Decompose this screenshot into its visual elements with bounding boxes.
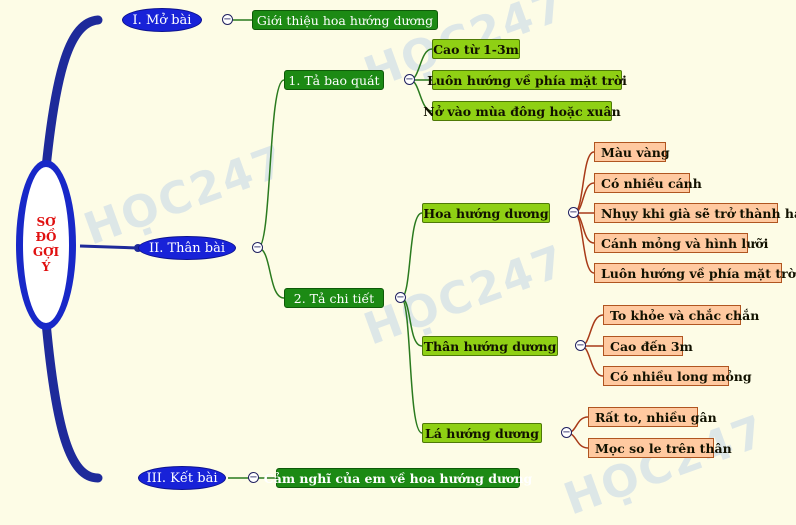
node-mau-vang[interactable]: Màu vàng: [594, 142, 670, 162]
collapse-toggle-icon[interactable]: −: [568, 207, 579, 218]
connector: [400, 212, 423, 299]
collapse-toggle-icon[interactable]: −: [561, 427, 572, 438]
node-than-huong-duong[interactable]: Thân hướng dương: [422, 336, 558, 356]
center-label-line: GỢI: [32, 245, 60, 259]
node-hoa-huong-duong[interactable]: Hoa hướng dương: [422, 203, 550, 223]
connector-spine: [41, 317, 103, 483]
node-gioi-thieu[interactable]: Giới thiệu hoa hướng dương: [252, 10, 438, 30]
center-label-line: ĐỒ: [35, 230, 57, 244]
connector: [400, 297, 423, 434]
node-ta-chi-tiet[interactable]: 2. Tả chi tiết: [284, 288, 384, 308]
connector: [257, 79, 285, 249]
node-nhieu-canh[interactable]: Có nhiều cánh: [594, 173, 702, 193]
collapse-toggle-icon[interactable]: −: [222, 14, 233, 25]
node-nhuy[interactable]: Nhụy khi già sẽ trở thành hạt: [594, 203, 796, 223]
node-to-khoe[interactable]: To khỏe và chắc chắn: [603, 305, 759, 325]
node-ket-bai[interactable]: III. Kết bài: [138, 466, 226, 490]
node-long-mong[interactable]: Có nhiều long mỏng: [603, 366, 752, 386]
spine-node: [94, 474, 102, 482]
connector: [573, 151, 595, 214]
spine-node: [94, 16, 102, 24]
center-node[interactable]: SƠ ĐỒ GỢI Ý: [16, 160, 76, 330]
mind-map: HỌC247 HỌC247 HỌC247 HỌC247: [16, 0, 796, 525]
collapse-toggle-icon[interactable]: −: [395, 292, 406, 303]
node-rat-to[interactable]: Rất to, nhiều gân: [588, 407, 717, 427]
node-luon-huong-mat-troi[interactable]: Luôn hướng về phía mặt trời: [594, 263, 796, 283]
node-cao-tu[interactable]: Cao từ 1-3m: [432, 39, 520, 59]
node-canh-mong[interactable]: Cánh mỏng và hình lưỡi: [594, 233, 768, 253]
node-mo-bai[interactable]: I. Mở bài: [122, 8, 202, 32]
node-ta-bao-quat[interactable]: 1. Tả bao quát: [284, 70, 384, 90]
collapse-toggle-icon[interactable]: −: [248, 472, 259, 483]
collapse-toggle-icon[interactable]: −: [404, 74, 415, 85]
connector: [257, 247, 285, 299]
connector-spine: [41, 15, 103, 173]
node-cao-den[interactable]: Cao đến 3m: [603, 336, 693, 356]
collapse-toggle-icon[interactable]: −: [252, 242, 263, 253]
center-label-line: SƠ: [36, 215, 56, 229]
node-cam-nghi[interactable]: Cảm nghĩ của em về hoa hướng dương: [264, 468, 532, 488]
node-than-bai[interactable]: II. Thân bài: [138, 236, 236, 260]
center-label-line: Ý: [41, 260, 51, 274]
node-luon-huong[interactable]: Luôn hướng về phía mặt trời: [427, 70, 627, 90]
connector-spine: [79, 244, 139, 250]
collapse-toggle-icon[interactable]: −: [575, 340, 586, 351]
node-moc-so-le[interactable]: Mọc so le trên thân: [588, 438, 732, 458]
node-no-vao[interactable]: Nở vào mùa đông hoặc xuân: [423, 101, 621, 121]
node-la-huong-duong[interactable]: Lá hướng dương: [422, 423, 542, 443]
